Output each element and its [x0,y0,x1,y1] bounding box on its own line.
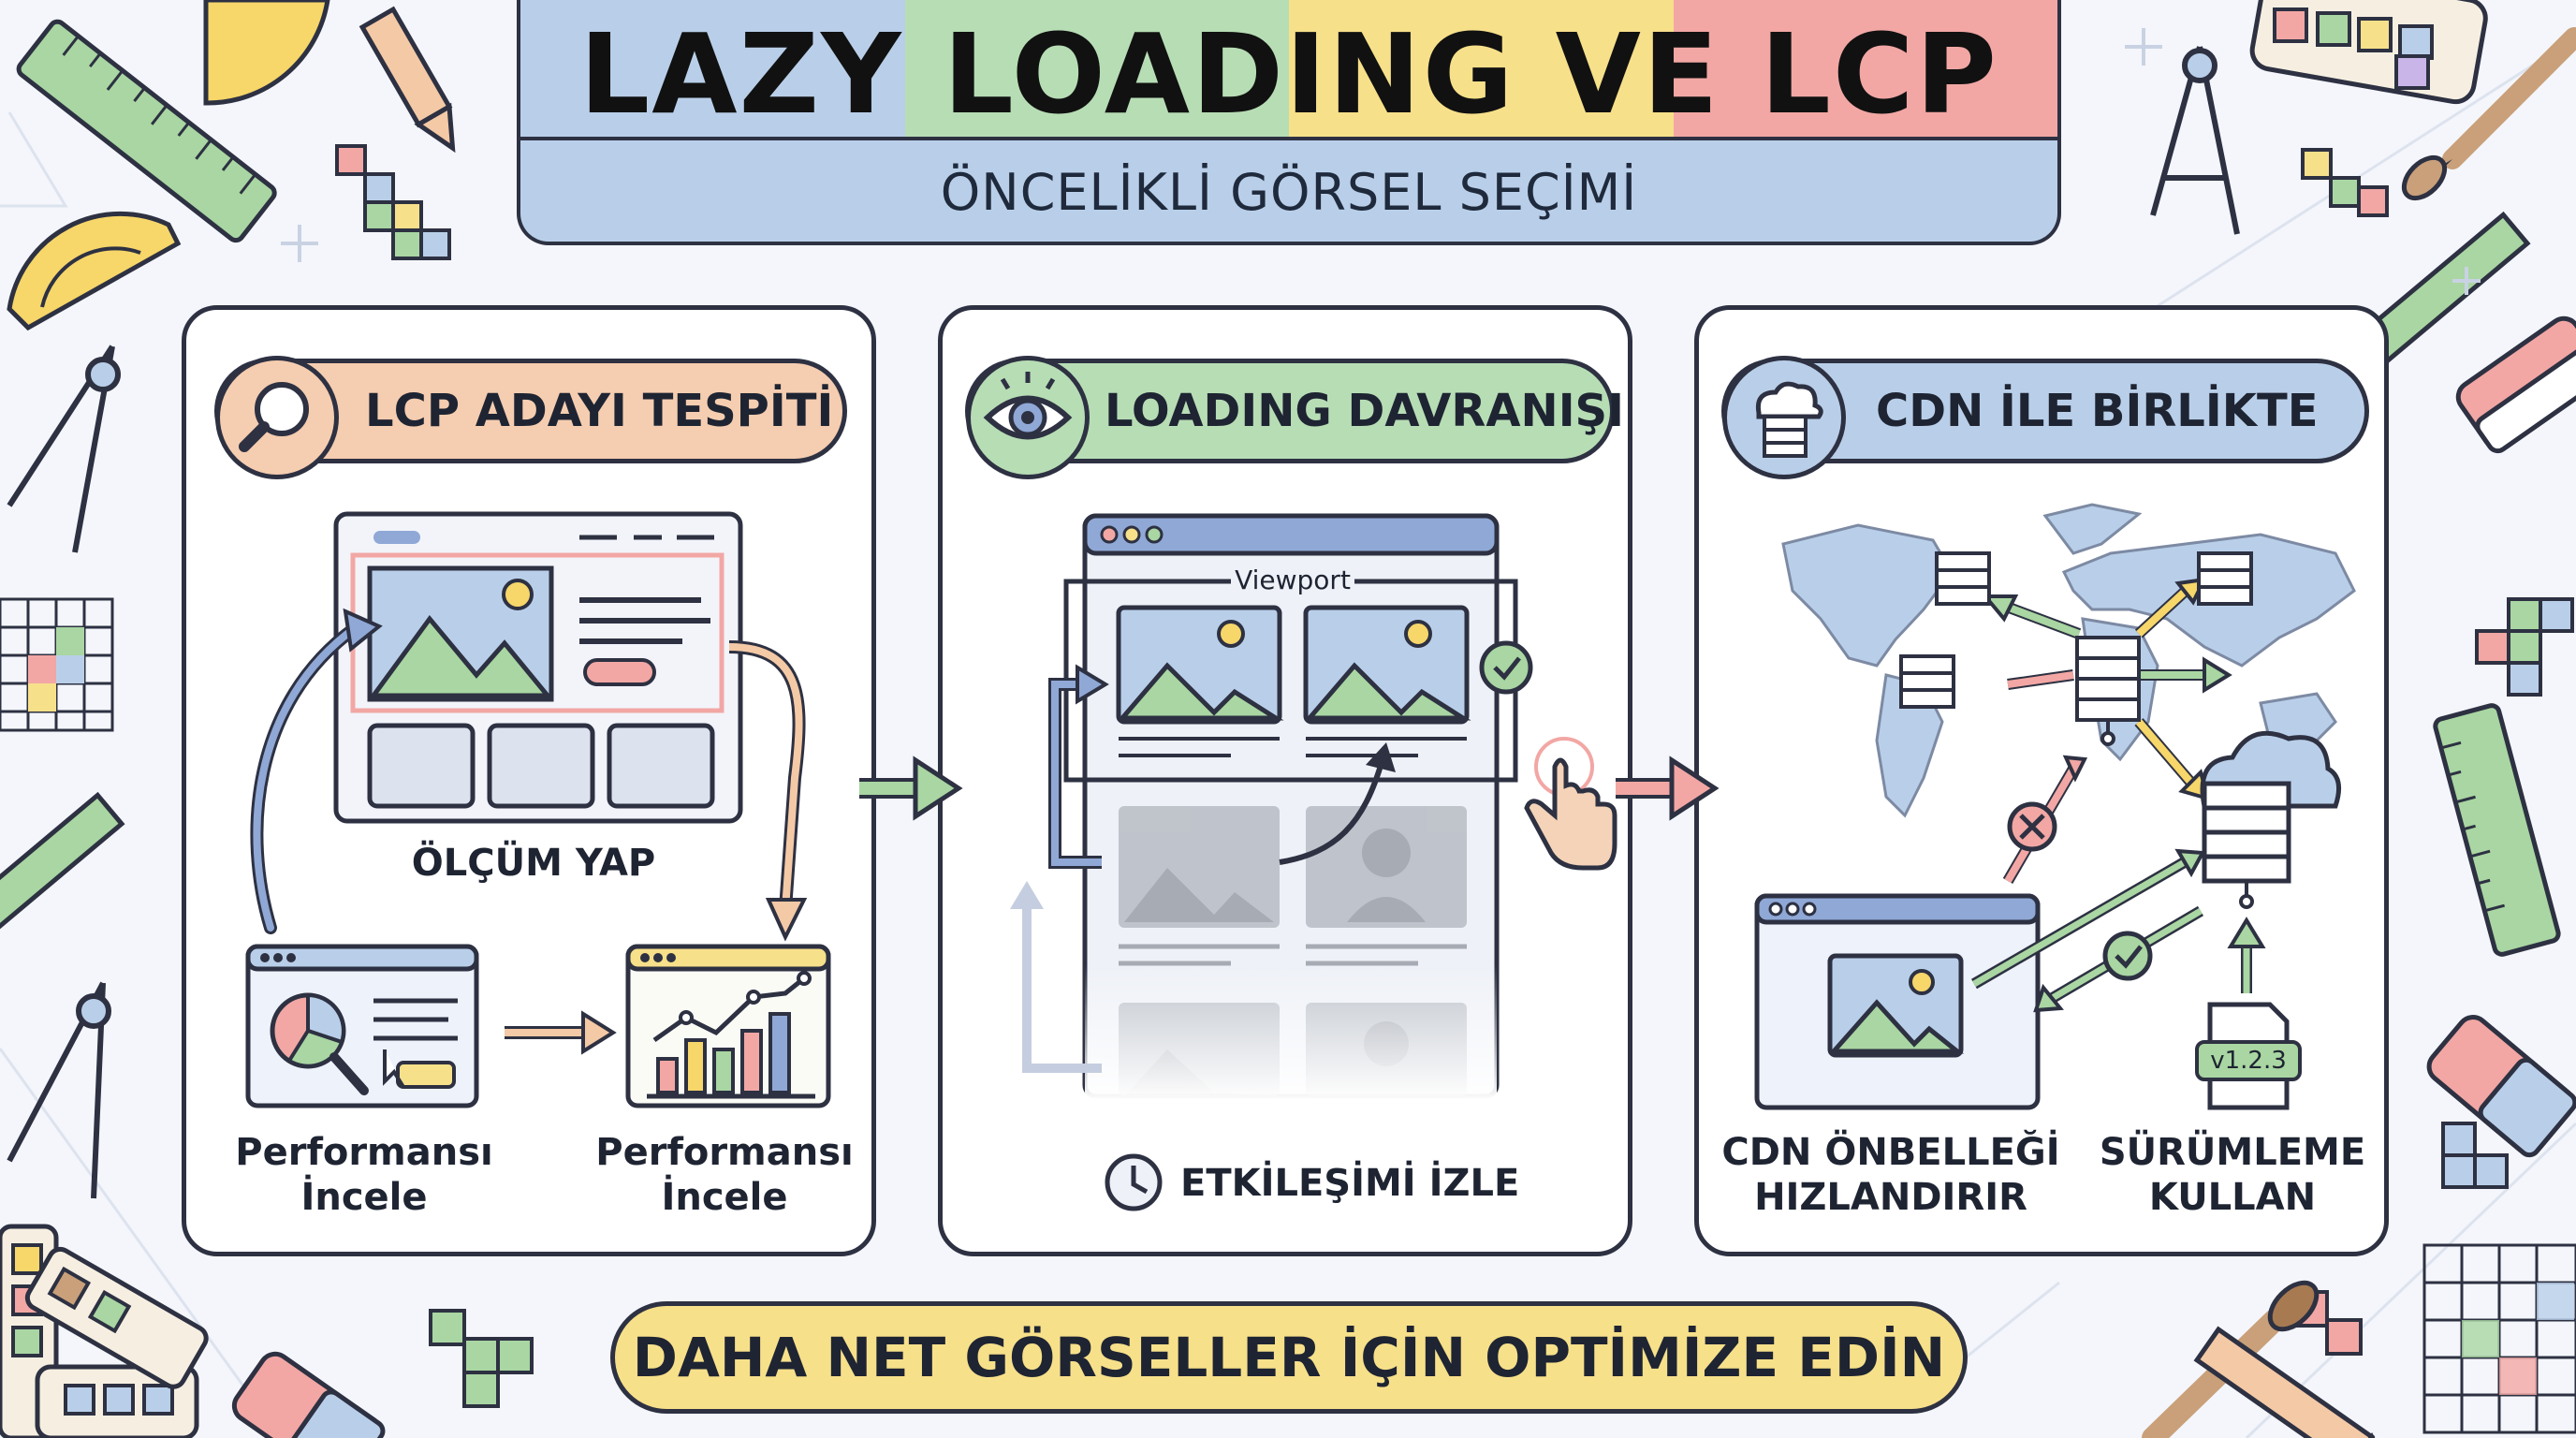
panel-cdn: CDN İLE BİRLİKTE [1694,305,2389,1256]
panel-3-right-caption: SÜRÜMLEME KULLAN [2099,1131,2366,1219]
version-tag: v1.2.3 [2210,1047,2287,1075]
eye-icon [966,356,1090,479]
ruler-icon [16,19,277,243]
cloud-server-icon [1722,356,1846,479]
paintbrush-icon [2142,27,2576,1438]
webpage-mockup [333,511,743,824]
compass-icon [7,46,2240,1199]
panel-1-heading-pill: LCP ADAYI TESPİTİ [214,356,847,479]
pencil-icon [359,6,456,154]
protractor-icon [7,211,182,331]
pointer-hand-icon [1524,737,1617,871]
panel-3-illustration: v1.2.3 [1754,503,2356,1110]
title-color-band [520,0,2057,140]
origin-cloud-server [2200,730,2342,909]
panel-1-illustration: ÖLÇÜM YAP [245,511,831,1108]
panel-3-heading-pill: CDN İLE BİRLİKTE [1721,356,2369,479]
panel-2-heading: LOADING DAVRANIŞI [1105,385,1624,437]
panel-2-bottom-label: ETKİLEŞİMİ İZLE [1180,1160,1519,1205]
viewport-label: Viewport [1235,565,1351,595]
page-subtitle: ÖNCELİKLİ GÖRSEL SEÇİMİ [940,162,1638,222]
arrow-panel1-to-panel2 [859,756,963,821]
panel-2-illustration: Viewport [1010,513,1617,1211]
panel-lcp-candidate: LCP ADAYI TESPİTİ [182,305,876,1256]
footer-banner: DAHA NET GÖRSELLER İÇİN OPTİMİZE EDİN [610,1301,1968,1414]
panel-1-heading: LCP ADAYI TESPİTİ [365,385,834,437]
cdn-server-icons [1899,551,2253,722]
eraser-icon [231,315,2576,1438]
arrow-panel2-to-panel3 [1616,756,1720,821]
performance-chart-window [625,944,831,1108]
panel-2-heading-pill: LOADING DAVRANIŞI [965,356,1624,479]
title-banner: LAZY LOADING VE LCP ÖNCELİKLİ GÖRSEL SEÇ… [517,0,2061,245]
page-title: LAZY LOADING VE LCP [579,9,1998,139]
panel-3-heading: CDN İLE BİRLİKTE [1876,385,2319,437]
panel-1-step-label: ÖLÇÜM YAP [412,840,655,885]
panel-3-left-caption: CDN ÖNBELLEĞİ HIZLANDIRIR [1721,1131,2060,1219]
palette-icon [0,0,2488,1438]
panel-1-left-caption: Performansı İncele [235,1131,493,1219]
magnifier-icon [215,356,339,479]
clock-icon [1105,1153,1163,1211]
analysis-window [245,944,479,1108]
panel-loading-behavior: LOADING DAVRANIŞI Viewport [938,305,1632,1256]
panel-1-right-caption: Performansı İncele [595,1131,854,1219]
